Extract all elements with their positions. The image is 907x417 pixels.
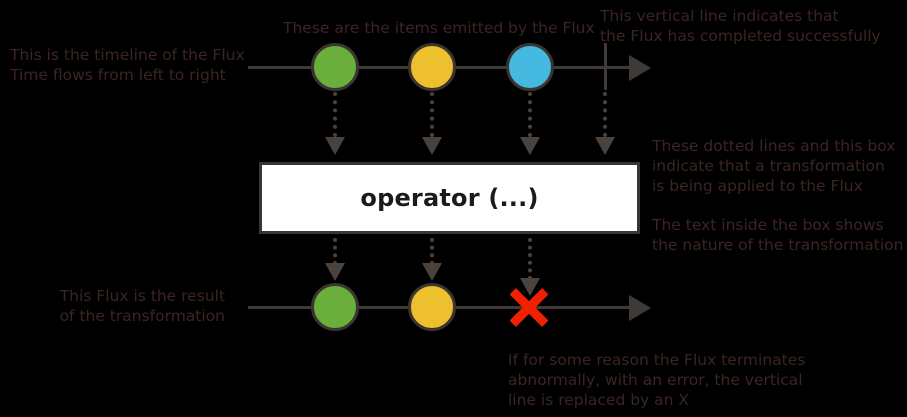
dotted-arrowhead-yellow-in xyxy=(422,137,442,155)
dotted-connector-green-out xyxy=(333,238,337,265)
dotted-arrowhead-yellow-out xyxy=(422,263,442,281)
source-timeline-arrowhead xyxy=(629,55,651,81)
dotted-arrowhead-green-in xyxy=(325,137,345,155)
source-marble-green[interactable] xyxy=(311,43,359,91)
dotted-connector-complete-in xyxy=(603,92,607,137)
dotted-arrowhead-complete-in xyxy=(595,137,615,155)
annotation-completion-line: This vertical line indicates that the Fl… xyxy=(600,7,881,45)
dotted-arrowhead-error-out xyxy=(520,278,540,296)
result-timeline-arrowhead xyxy=(629,295,651,321)
dotted-connector-yellow-out xyxy=(430,238,434,265)
dotted-arrowhead-blue-in xyxy=(520,137,540,155)
annotation-items-emitted: These are the items emitted by the Flux xyxy=(283,19,595,37)
dotted-connector-error-out xyxy=(528,238,532,280)
completion-marker-line xyxy=(604,43,607,90)
operator-box[interactable]: operator (...) xyxy=(259,162,640,234)
source-marble-yellow[interactable] xyxy=(408,43,456,91)
dotted-arrowhead-green-out xyxy=(325,263,345,281)
result-marble-yellow[interactable] xyxy=(408,283,456,331)
dotted-connector-green-in xyxy=(333,92,337,137)
annotation-error-termination: If for some reason the Flux terminates a… xyxy=(508,351,806,409)
error-x-icon xyxy=(506,284,552,330)
dotted-connector-blue-in xyxy=(528,92,532,137)
operator-label: operator (...) xyxy=(360,184,539,212)
annotation-source-timeline: This is the timeline of the Flux Time fl… xyxy=(10,46,245,84)
dotted-connector-yellow-in xyxy=(430,92,434,137)
source-marble-blue[interactable] xyxy=(506,43,554,91)
annotation-transformation: These dotted lines and this box indicate… xyxy=(652,137,896,195)
result-marble-green[interactable] xyxy=(311,283,359,331)
annotation-result-timeline: This Flux is the result of the transform… xyxy=(59,287,225,325)
annotation-box-text-meaning: The text inside the box shows the nature… xyxy=(652,216,904,254)
